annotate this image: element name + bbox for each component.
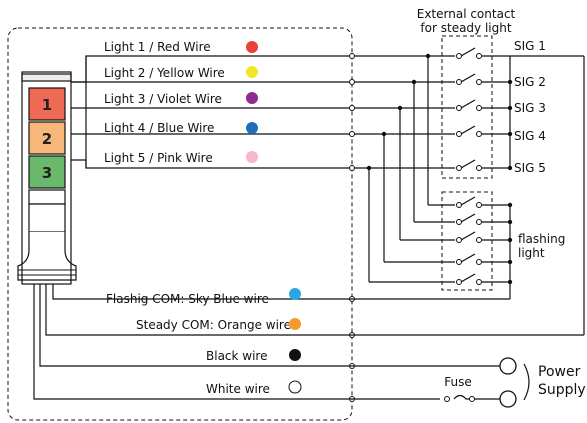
violet-dot-icon: [246, 92, 258, 104]
tower-lamp-3: [28, 155, 66, 189]
power-terminal-top: [499, 357, 517, 375]
steady-com-label: Steady COM: Orange wire: [136, 318, 291, 332]
enclosure-outline: [7, 27, 353, 421]
tower-lamp-label-3: 3: [42, 164, 52, 182]
steady-contact-group: [441, 35, 585, 335]
light-wires: [71, 55, 455, 169]
wire-label-4: Light 4 / Blue Wire: [104, 121, 214, 135]
black-wire-label: Black wire: [206, 349, 267, 363]
pink-dot-icon: [246, 151, 258, 163]
white-wire-label: White wire: [206, 382, 270, 396]
wire-label-5: Light 5 / Pink Wire: [104, 151, 213, 165]
sky-blue-dot-icon: [289, 288, 301, 300]
red-dot-icon: [246, 41, 258, 53]
yellow-dot-icon: [246, 66, 258, 78]
external-contact-label-1: External contact: [417, 7, 516, 21]
power-supply-label-2: Supply: [538, 382, 586, 398]
wire-label-2: Light 2 / Yellow Wire: [104, 66, 225, 80]
black-dot-icon: [289, 349, 301, 361]
flashing-label-1: flashing: [518, 232, 565, 246]
tower-lamp-2: [28, 121, 66, 155]
fuse-icon: [444, 396, 475, 402]
fuse-label: Fuse: [444, 375, 472, 389]
sig-label-3: SIG 3: [514, 101, 546, 115]
common-wires: [33, 284, 584, 400]
signal-tower: 1 2 3: [17, 71, 77, 285]
sig-label-5: SIG 5: [514, 161, 546, 175]
tower-lamp-1: [28, 87, 66, 121]
tower-lamp-label-1: 1: [42, 96, 52, 114]
orange-dot-icon: [289, 318, 301, 330]
tower-lamp-label-2: 2: [42, 130, 52, 148]
wire-label-3: Light 3 / Violet Wire: [104, 92, 222, 106]
sig-label-1: SIG 1: [514, 39, 546, 53]
power-terminal-bottom: [499, 390, 517, 408]
flashing-com-label: Flashig COM: Sky Blue wire: [106, 292, 269, 306]
power-supply-label-1: Power: [538, 364, 581, 380]
terminals: [349, 53, 355, 402]
wire-label-1: Light 1 / Red Wire: [104, 40, 211, 54]
branch-wires: [366, 53, 455, 283]
flashing-label-2: light: [518, 246, 545, 260]
sig-label-4: SIG 4: [514, 129, 546, 143]
external-contact-label-2: for steady light: [420, 21, 511, 35]
sig-label-2: SIG 2: [514, 75, 546, 89]
flashing-contact-group: [441, 191, 513, 299]
blue-dot-icon: [246, 122, 258, 134]
white-dot-icon: [288, 380, 302, 394]
